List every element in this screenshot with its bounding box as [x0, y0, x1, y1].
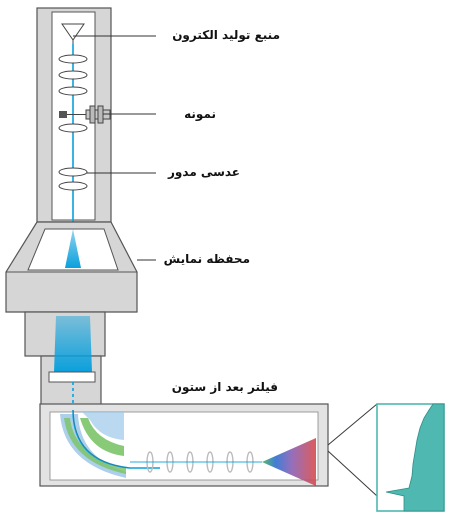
spectrum-inset — [376, 403, 445, 512]
lower-tube — [24, 311, 106, 410]
energy-spectrum-cone — [262, 438, 316, 486]
specimen-holder — [59, 105, 111, 124]
label-electron-source: منبع تولید الکترون — [172, 28, 280, 42]
label-rotating-lens: عدسی مدور — [168, 165, 240, 179]
condenser-lenses — [58, 54, 88, 133]
zoom-lines — [327, 403, 378, 497]
post-column-filter — [39, 403, 329, 487]
rotating-lenses — [58, 167, 88, 191]
label-post-column-filter: فیلتر بعد از ستون — [171, 380, 278, 394]
label-viewing-chamber: محفظه نمایش — [163, 252, 250, 266]
leader-lines — [73, 35, 156, 261]
label-specimen: نمونه — [184, 107, 216, 121]
viewing-chamber — [5, 221, 138, 313]
